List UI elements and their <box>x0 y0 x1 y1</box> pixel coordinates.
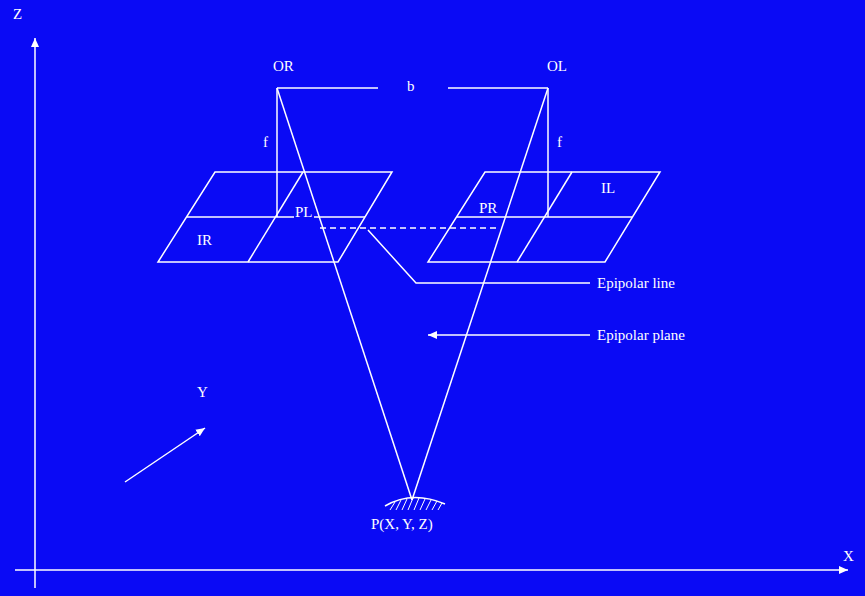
image-plane <box>428 172 660 262</box>
focal-length-label: f <box>556 134 563 150</box>
axis-label: Y <box>196 384 209 400</box>
leader-arrow <box>428 334 590 336</box>
projection-ray <box>412 88 548 500</box>
y-axis <box>125 428 205 482</box>
callout-label: Epipolar plane <box>596 327 686 343</box>
epipolar-line <box>320 227 500 229</box>
focal-line <box>276 88 278 217</box>
image-plane <box>158 172 392 262</box>
baseline <box>277 87 378 89</box>
baseline <box>448 87 548 89</box>
callout-label: Epipolar line <box>596 275 676 291</box>
focal-length-label: f <box>262 134 269 150</box>
camera-center-label: OR <box>272 58 295 74</box>
axis-label: X <box>842 548 855 564</box>
z-axis <box>34 38 36 588</box>
projection-ray <box>277 88 412 500</box>
axis-label: Z <box>12 6 23 22</box>
image-point-label: PL <box>294 204 314 220</box>
image-point-label: PR <box>478 200 498 216</box>
image-plane-label: IR <box>196 232 213 248</box>
surface <box>385 497 445 506</box>
camera-center-label: OL <box>546 58 568 74</box>
baseline-label: b <box>406 78 416 94</box>
grid-line <box>517 172 572 262</box>
image-plane-label: IL <box>600 180 616 196</box>
x-axis <box>15 569 848 571</box>
point-label: P(X, Y, Z) <box>370 516 434 532</box>
leader-line <box>368 230 590 283</box>
focal-line <box>547 88 549 217</box>
